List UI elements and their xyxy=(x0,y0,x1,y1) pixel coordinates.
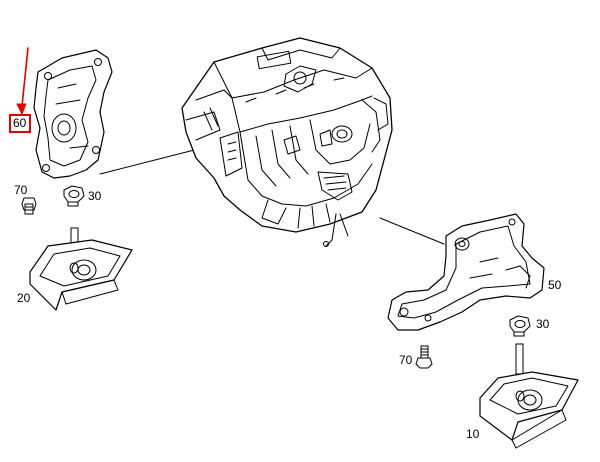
bracket-left-part xyxy=(33,49,113,179)
leader-line-right xyxy=(379,217,445,245)
bracket-right-part xyxy=(387,213,545,331)
leader-line-left xyxy=(99,145,211,175)
nut-left-part xyxy=(63,185,85,207)
label-70-left: 70 xyxy=(14,183,28,197)
mount-left-part xyxy=(29,227,133,311)
label-60: 60 xyxy=(13,116,27,130)
highlight-arrow xyxy=(16,47,29,115)
highlight-box xyxy=(9,114,31,133)
nut-right-part xyxy=(509,315,531,337)
label-10: 10 xyxy=(466,427,480,441)
label-30-right: 30 xyxy=(536,317,550,331)
bolt-right-part xyxy=(415,345,433,369)
mount-right-part xyxy=(479,343,579,449)
label-30-left: 30 xyxy=(88,189,102,203)
label-50: 50 xyxy=(548,278,562,292)
bolt-left-part xyxy=(21,197,37,215)
label-20: 20 xyxy=(17,291,31,305)
label-70-right: 70 xyxy=(399,353,413,367)
engine-part xyxy=(181,37,393,247)
